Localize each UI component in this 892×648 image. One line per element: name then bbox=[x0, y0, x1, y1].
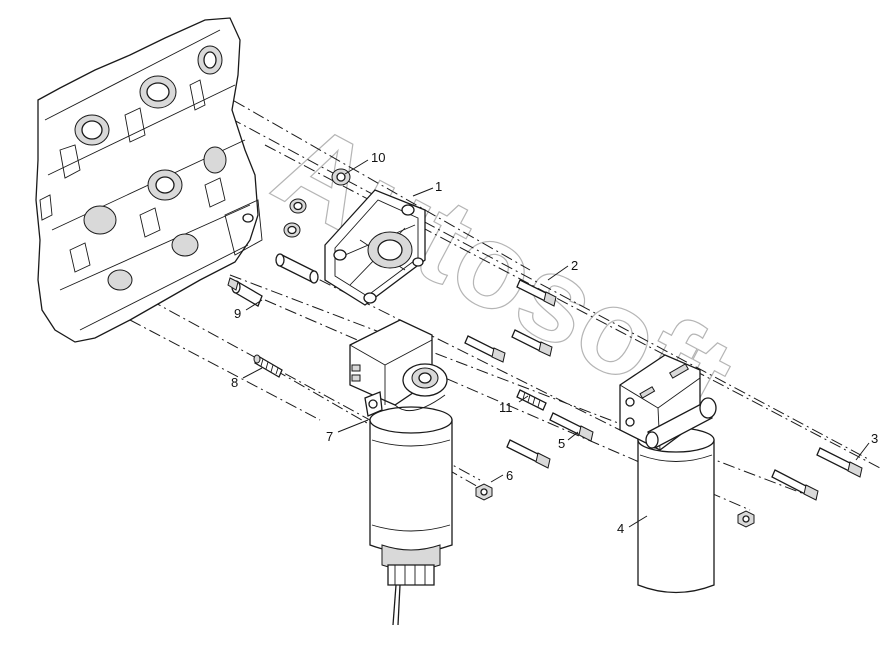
oil-filter-part-4 bbox=[619, 354, 717, 594]
stud-spacer-upper bbox=[275, 253, 319, 284]
callout-10: 10 bbox=[371, 150, 385, 165]
engine-block bbox=[35, 17, 263, 343]
bolt-part-11 bbox=[516, 389, 547, 411]
bolt-lower-right bbox=[771, 469, 819, 501]
spacer-sleeves bbox=[283, 168, 351, 238]
callout-9: 9 bbox=[234, 306, 241, 321]
callout-3: 3 bbox=[871, 431, 878, 446]
fuel-filter-part-7 bbox=[349, 319, 453, 626]
bolt-part-5 bbox=[549, 412, 594, 442]
callout-8: 8 bbox=[231, 375, 238, 390]
callouts: 10 1 2 3 4 5 6 7 8 9 11 bbox=[231, 150, 878, 536]
bolt-lower-left bbox=[506, 439, 551, 469]
callout-6: 6 bbox=[506, 468, 513, 483]
callout-11: 11 bbox=[499, 400, 513, 415]
nut-right bbox=[737, 510, 755, 528]
callout-7: 7 bbox=[326, 429, 333, 444]
stud-part-9 bbox=[227, 277, 263, 307]
bolt-part-3 bbox=[816, 447, 863, 478]
stud-part-8 bbox=[253, 354, 283, 378]
bolt-upper-mid bbox=[511, 329, 553, 357]
mounting-plate-part-1 bbox=[324, 189, 426, 306]
bolt-left-mid bbox=[464, 335, 506, 363]
callout-4: 4 bbox=[617, 521, 624, 536]
bolt-part-2 bbox=[516, 279, 557, 307]
nut-part-6 bbox=[475, 483, 493, 501]
callout-1: 1 bbox=[435, 179, 442, 194]
callout-5: 5 bbox=[558, 436, 565, 451]
callout-2: 2 bbox=[571, 258, 578, 273]
